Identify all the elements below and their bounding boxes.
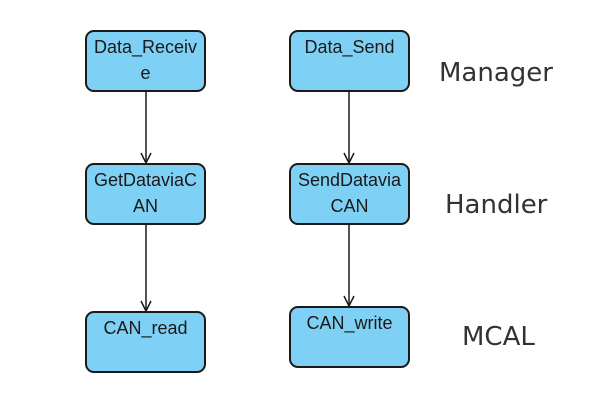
node-can-read[interactable]: CAN_read — [85, 311, 206, 373]
layer-label-manager: Manager — [439, 58, 553, 88]
node-data-receive[interactable]: Data_Receive — [85, 30, 206, 92]
node-data-send[interactable]: Data_Send — [289, 30, 410, 92]
node-send-data-via-can[interactable]: SendDataviaCAN — [289, 163, 410, 225]
node-get-data-via-can[interactable]: GetDataviaCAN — [85, 163, 206, 225]
layer-label-handler: Handler — [445, 190, 548, 220]
node-can-write[interactable]: CAN_write — [289, 306, 410, 368]
layer-label-mcal: MCAL — [462, 322, 535, 352]
